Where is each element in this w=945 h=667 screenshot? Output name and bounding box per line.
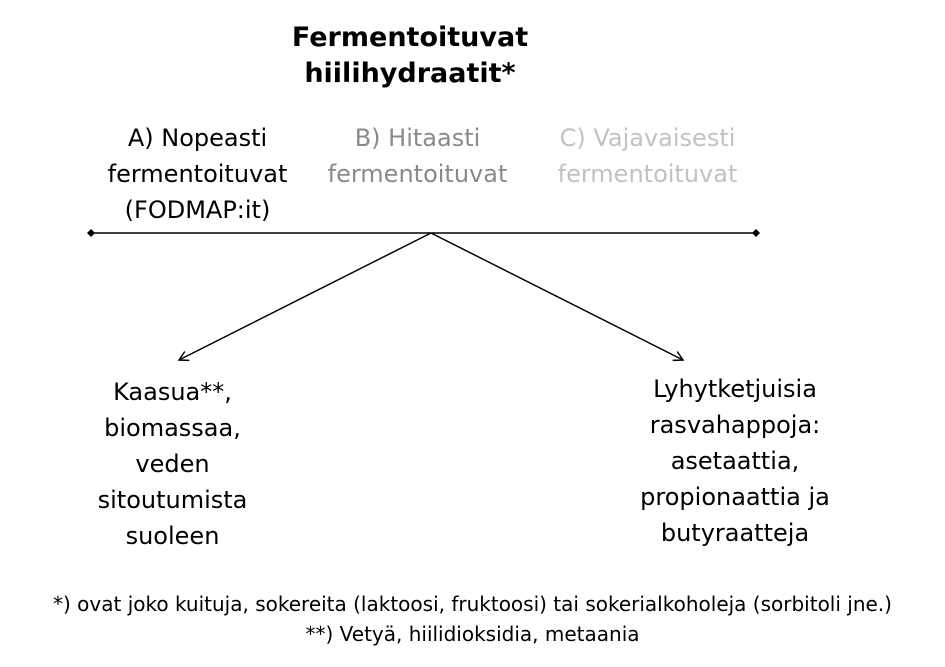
category-b-label: B) Hitaasti fermentoituvat xyxy=(327,124,508,188)
diagram-title: Fermentoituvat hiilihydraatit* xyxy=(291,22,529,89)
footnote-1: *) ovat joko kuituja, sokereita (laktoos… xyxy=(53,592,892,616)
outcome-left-label: Kaasua**, biomassaa, veden sitoutumista … xyxy=(97,378,248,550)
scale-right-endpoint xyxy=(752,229,760,237)
scale-left-endpoint xyxy=(87,229,95,237)
arrow-to-right-outcome xyxy=(430,232,685,362)
category-c-label: C) Vajavaisesti fermentoituvat xyxy=(557,124,738,188)
arrow-to-left-outcome xyxy=(177,232,432,362)
category-a-label: A) Nopeasti fermentoituvat (FODMAP:it) xyxy=(107,124,288,224)
footnote-2: **) Vetyä, hiilidioksidia, metaania xyxy=(305,622,640,646)
outcome-right-label: Lyhytketjuisia rasvahappoja: asetaattia,… xyxy=(640,375,830,547)
